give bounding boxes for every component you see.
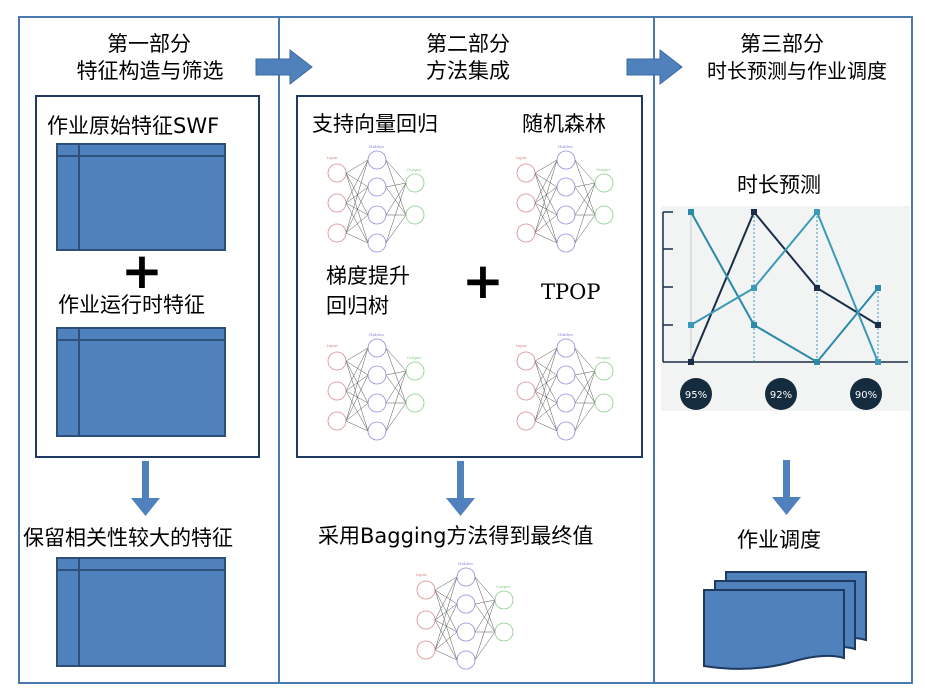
- outer-frame: [18, 16, 913, 684]
- svg-text:Hidden: Hidden: [458, 561, 473, 566]
- prediction-title: 时长预测: [737, 173, 821, 197]
- table-icon-3: [56, 557, 226, 667]
- col3-head-line2: 时长预测与作业调度: [707, 59, 887, 83]
- arrow-right-1-icon: [255, 48, 313, 86]
- col1-head-line2: 特征构造与筛选: [76, 59, 224, 83]
- col1-head-line1: 第一部分: [107, 32, 191, 56]
- plus-icon-1: +: [121, 242, 163, 300]
- tpop-label: TPOP: [541, 280, 601, 304]
- arrow-right-2-icon: [626, 48, 683, 86]
- gbrt-label-line2: 回归树: [326, 294, 389, 318]
- svg-text:Hidden: Hidden: [558, 332, 573, 337]
- badge-95: [680, 378, 712, 410]
- multi-document-icon: [703, 571, 867, 670]
- svg-text:Hidden: Hidden: [369, 332, 384, 337]
- svg-text:Input: Input: [516, 155, 527, 160]
- arrow-down-1-icon: [131, 461, 160, 516]
- col2-head-line2: 方法集成: [426, 59, 510, 83]
- gbrt-label-line1: 梯度提升: [326, 264, 410, 288]
- scheduling-label: 作业调度: [737, 528, 821, 552]
- svg-text:Input: Input: [327, 343, 338, 348]
- series-teal2-line: [690, 210, 879, 363]
- svg-text:Output: Output: [407, 167, 422, 172]
- arrow-down-2-icon: [446, 461, 475, 516]
- col2-head-line1: 第二部分: [426, 32, 510, 56]
- table-icon-1: [56, 143, 226, 251]
- svg-text:Input: Input: [516, 343, 527, 348]
- badge-90-label: 90%: [855, 390, 877, 401]
- runtime-features-label: 作业运行时特征: [58, 293, 205, 317]
- plus-icon-2: +: [462, 252, 504, 310]
- retained-features-label: 保留相关性较大的特征: [23, 526, 233, 550]
- prediction-chart: 95% 92% 90%: [661, 206, 910, 411]
- series-teal-line: [690, 211, 879, 364]
- rf-label: 随机森林: [522, 112, 606, 136]
- svg-text:Input: Input: [416, 572, 427, 577]
- original-features-label: 作业原始特征SWF: [47, 114, 220, 138]
- svg-text:Input: Input: [327, 155, 338, 160]
- feature-box: [35, 95, 260, 458]
- svr-label: 支持向量回归: [312, 112, 438, 136]
- arrow-down-3-icon: [772, 460, 801, 515]
- bagging-label: 采用Bagging方法得到最终值: [318, 524, 594, 548]
- table-icon-2: [56, 327, 226, 437]
- badge-92: [765, 378, 797, 410]
- svg-text:Hidden: Hidden: [558, 144, 573, 149]
- badge-92-label: 92%: [770, 390, 792, 401]
- svg-text:Output: Output: [596, 167, 611, 172]
- badge-95-label: 95%: [685, 390, 707, 401]
- col3-head-line1: 第三部分: [740, 32, 824, 56]
- badge-90: [850, 378, 882, 410]
- svg-text:Hidden: Hidden: [369, 144, 384, 149]
- svg-text:Output: Output: [596, 355, 611, 360]
- methods-box: [296, 95, 643, 458]
- svg-text:Output: Output: [496, 584, 511, 589]
- svg-text:Output: Output: [407, 355, 422, 360]
